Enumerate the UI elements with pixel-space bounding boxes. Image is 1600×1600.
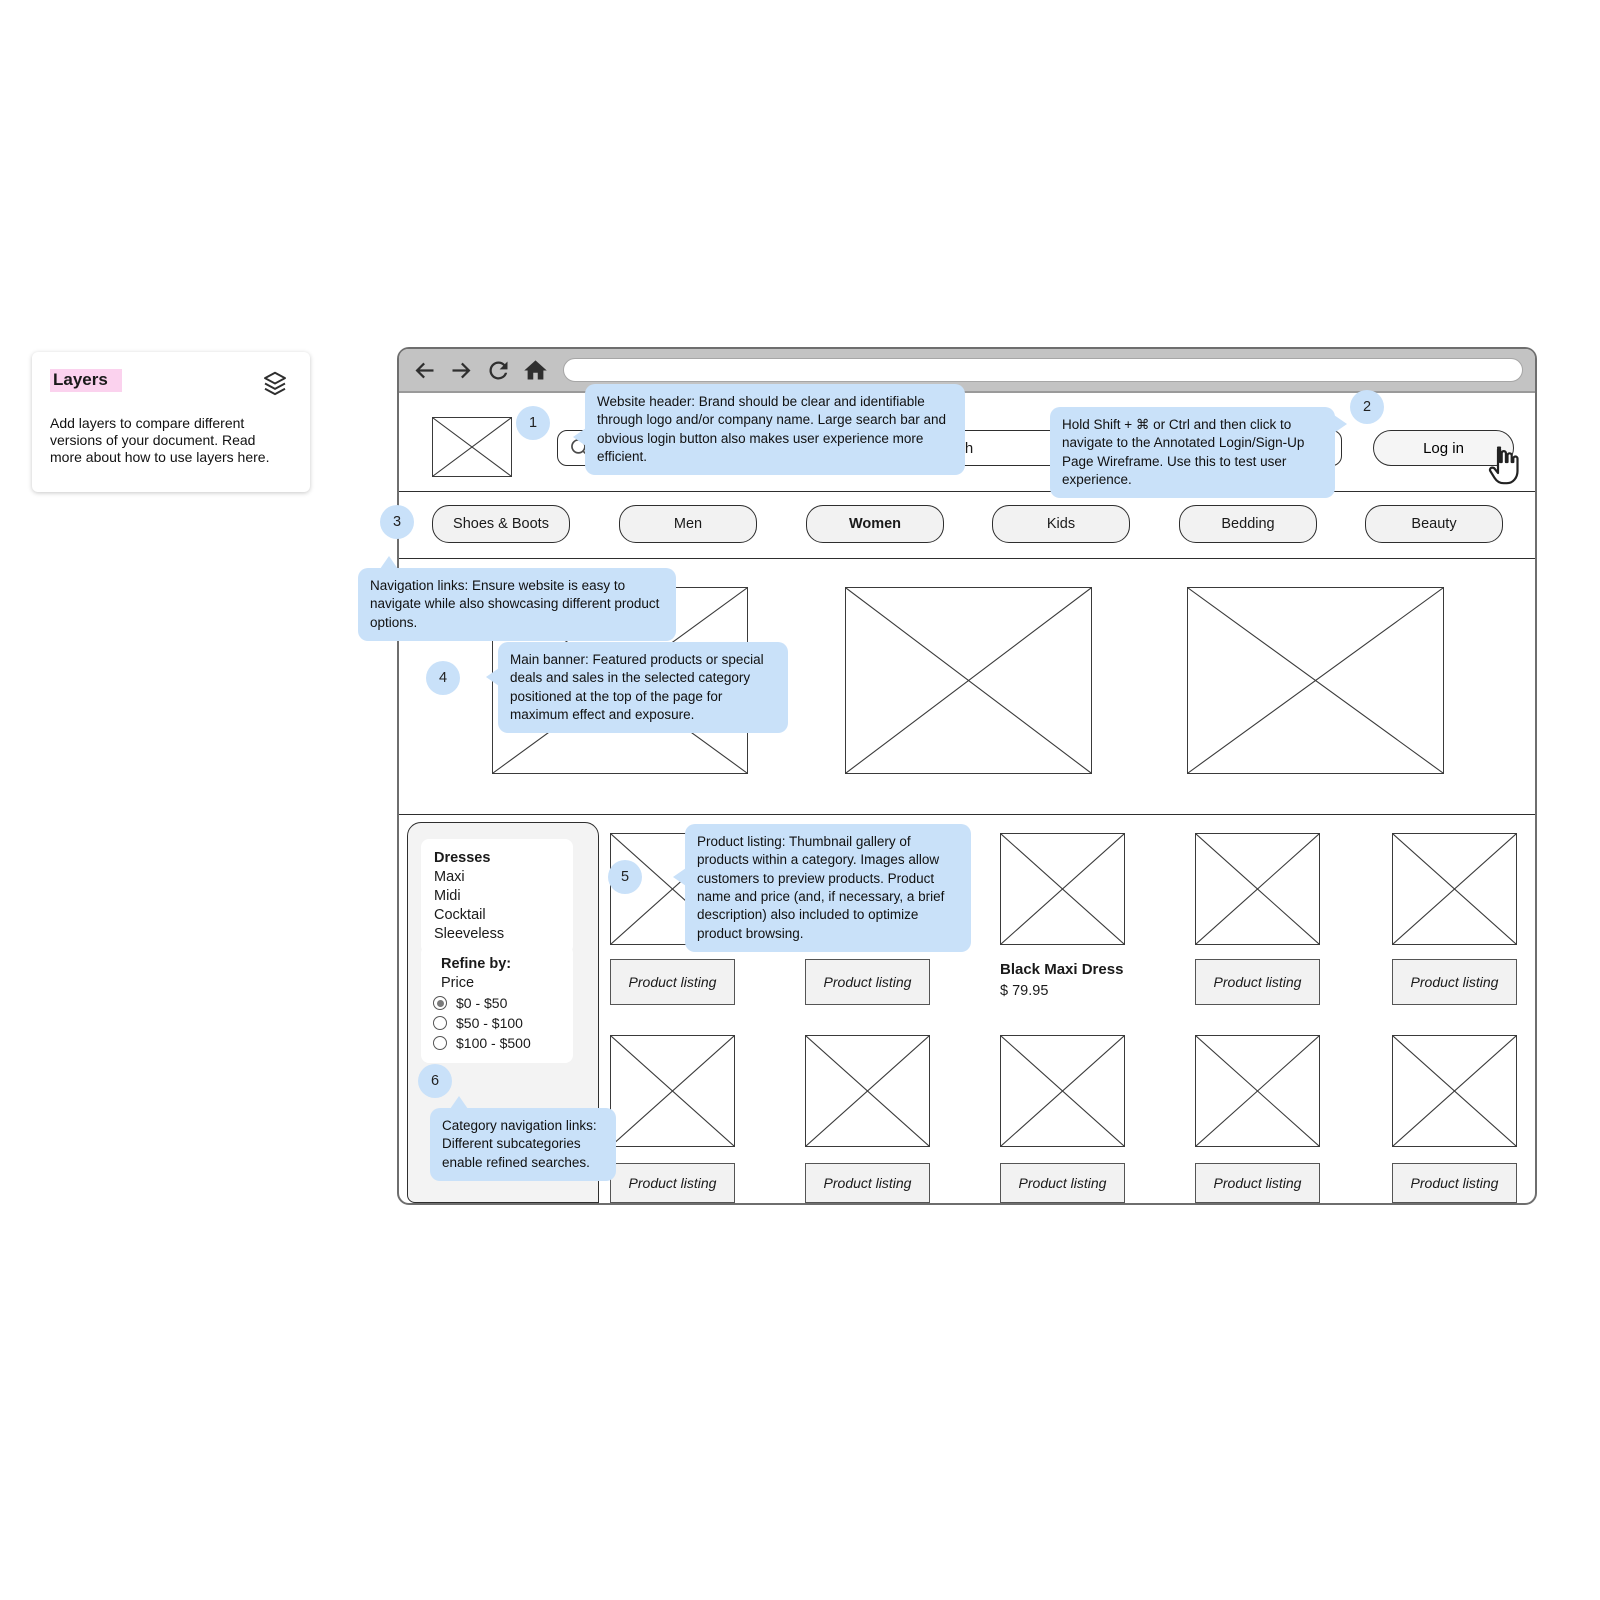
price-option-label: $0 - $50 — [456, 995, 508, 1011]
nav-item-kids[interactable]: Kids — [992, 505, 1130, 543]
layers-panel-header: Layers — [50, 369, 290, 404]
category-link-cocktail[interactable]: Cocktail — [434, 907, 486, 923]
annotation-badge-5: 5 — [608, 860, 642, 894]
radio-icon[interactable] — [433, 1016, 447, 1030]
refine-subtitle: Price — [441, 975, 475, 991]
layers-icon — [260, 369, 290, 404]
layers-panel-body: Add layers to compare different versions… — [50, 415, 270, 466]
category-title: Dresses — [434, 850, 491, 866]
product-thumbnail[interactable] — [1392, 1035, 1517, 1147]
bubble-tail — [673, 868, 686, 886]
product-listing-label[interactable]: Product listing — [805, 1163, 930, 1203]
price-option-50-100[interactable]: $50 - $100 — [433, 1013, 560, 1033]
category-link-midi[interactable]: Midi — [434, 888, 461, 904]
product-thumbnail[interactable] — [1195, 1035, 1320, 1147]
annotation-badge-3: 3 — [380, 505, 414, 539]
product-listing-label[interactable]: Product listing — [1195, 1163, 1320, 1203]
bubble-tail — [486, 668, 499, 686]
annotation-badge-6: 6 — [418, 1064, 452, 1098]
product-thumbnail[interactable] — [1195, 833, 1320, 945]
annotation-bubble-2: Hold Shift + ⌘ or Ctrl and then click to… — [1050, 407, 1347, 499]
category-nav: Shoes & Boots Men Women Kids Bedding Bea… — [399, 492, 1535, 559]
banner-image-placeholder — [1187, 587, 1444, 774]
annotation-text: Main banner: Featured products or specia… — [510, 652, 764, 723]
product-listing-label[interactable]: Product listing — [1392, 1163, 1517, 1203]
nav-item-beauty[interactable]: Beauty — [1365, 505, 1503, 543]
bubble-tail — [380, 556, 398, 569]
home-icon[interactable] — [520, 355, 550, 385]
browser-window: Search Log in Shoes & Boots Men Women Ki… — [397, 347, 1537, 1205]
product-listing-label[interactable]: Product listing — [610, 959, 735, 1005]
annotation-bubble-3: Navigation links: Ensure website is easy… — [358, 556, 676, 642]
annotation-badge-2: 2 — [1350, 390, 1384, 424]
annotation-bubble-6: Category navigation links: Different sub… — [430, 1096, 616, 1182]
annotation-bubble-4: Main banner: Featured products or specia… — [486, 642, 788, 734]
login-button[interactable]: Log in — [1373, 430, 1514, 466]
annotation-bubble-5: Product listing: Thumbnail gallery of pr… — [673, 824, 971, 953]
cursor-hand-icon — [1480, 442, 1528, 490]
bubble-tail — [450, 1096, 468, 1109]
price-option-100-500[interactable]: $100 - $500 — [433, 1033, 560, 1053]
forward-icon[interactable] — [446, 355, 476, 385]
refine-card: Refine by: Price $0 - $50 $50 - $100 $10… — [421, 945, 573, 1063]
nav-item-women[interactable]: Women — [806, 505, 944, 543]
logo-placeholder — [432, 417, 512, 477]
price-option-label: $100 - $500 — [456, 1035, 531, 1051]
category-links-card: Dresses Maxi Midi Cocktail Sleeveless — [421, 839, 573, 954]
product-thumbnail[interactable] — [1000, 833, 1125, 945]
layers-panel-title: Layers — [50, 369, 122, 392]
annotation-badge-4: 4 — [426, 661, 460, 695]
nav-item-shoes-boots[interactable]: Shoes & Boots — [432, 505, 570, 543]
bubble-tail — [1334, 415, 1347, 433]
radio-icon[interactable] — [433, 1036, 447, 1050]
category-link-sleeveless[interactable]: Sleeveless — [434, 926, 505, 942]
product-thumbnail[interactable] — [610, 1035, 735, 1147]
product-listing-label[interactable]: Product listing — [1000, 1163, 1125, 1203]
product-thumbnail[interactable] — [805, 1035, 930, 1147]
back-icon[interactable] — [409, 355, 439, 385]
annotation-text: Website header: Brand should be clear an… — [597, 394, 946, 465]
featured-product[interactable]: Black Maxi Dress $ 79.95 — [1000, 961, 1170, 999]
nav-item-bedding[interactable]: Bedding — [1179, 505, 1317, 543]
product-thumbnail[interactable] — [1392, 833, 1517, 945]
category-link-maxi[interactable]: Maxi — [434, 869, 465, 885]
annotation-bubble-1: Website header: Brand should be clear an… — [573, 384, 965, 476]
annotation-text: Navigation links: Ensure website is easy… — [370, 578, 660, 630]
annotation-text: Hold Shift + ⌘ or Ctrl and then click to… — [1062, 417, 1305, 488]
url-bar[interactable] — [563, 358, 1523, 382]
price-option-label: $50 - $100 — [456, 1015, 523, 1031]
product-thumbnail[interactable] — [1000, 1035, 1125, 1147]
product-listing-label[interactable]: Product listing — [1392, 959, 1517, 1005]
product-listing-label[interactable]: Product listing — [610, 1163, 735, 1203]
browser-chrome — [399, 349, 1535, 393]
refresh-icon[interactable] — [483, 355, 513, 385]
price-option-0-50[interactable]: $0 - $50 — [433, 993, 560, 1013]
annotation-text: Category navigation links: Different sub… — [442, 1118, 597, 1170]
nav-item-men[interactable]: Men — [619, 505, 757, 543]
product-name: Black Maxi Dress — [1000, 961, 1124, 978]
refine-title: Refine by: — [441, 956, 512, 972]
product-listing-label[interactable]: Product listing — [1195, 959, 1320, 1005]
radio-icon[interactable] — [433, 996, 447, 1010]
product-price: $ 79.95 — [1000, 983, 1049, 999]
product-listing-label[interactable]: Product listing — [805, 959, 930, 1005]
banner-image-placeholder — [845, 587, 1092, 774]
bubble-tail — [573, 428, 586, 446]
annotation-text: Product listing: Thumbnail gallery of pr… — [697, 834, 945, 941]
section-divider — [399, 814, 1535, 815]
annotation-badge-1: 1 — [516, 406, 550, 440]
layers-panel: Layers Add layers to compare different v… — [32, 352, 310, 492]
